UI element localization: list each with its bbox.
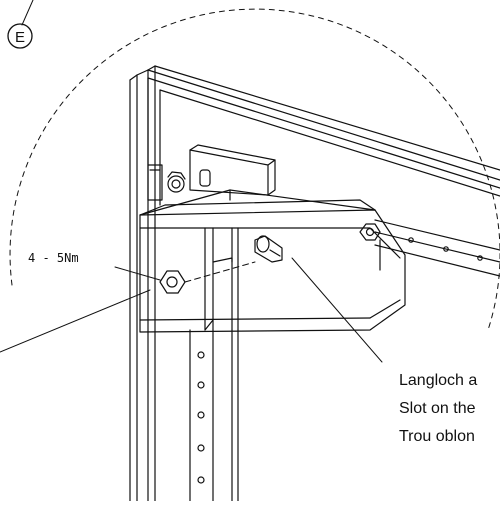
upper-hinge-bracket (147, 144, 276, 201)
slot-bolt (254, 235, 283, 263)
callout-line-english: Slot on the (399, 400, 476, 417)
torque-label: 4 - 5Nm (28, 251, 79, 265)
side-bolt (359, 223, 381, 241)
detail-boundary-dashed-arc (9, 8, 500, 331)
top-frame-rail (147, 65, 500, 206)
callout-line-french: Trou oblon (399, 428, 475, 445)
slot-callout-text: Langloch a Slot on the Trou oblon (399, 372, 477, 445)
side-perforated-rail (374, 219, 500, 277)
mounting-bracket (139, 189, 406, 333)
perforated-strip (189, 329, 214, 502)
front-hex-nut (159, 261, 256, 294)
detail-marker: E (7, 0, 34, 49)
detail-marker-label: E (15, 29, 25, 46)
slot-callout-leader (291, 257, 383, 363)
torque-leader-line (114, 266, 161, 281)
callout-line-german: Langloch a (399, 372, 477, 389)
left-leader-line (0, 289, 151, 353)
